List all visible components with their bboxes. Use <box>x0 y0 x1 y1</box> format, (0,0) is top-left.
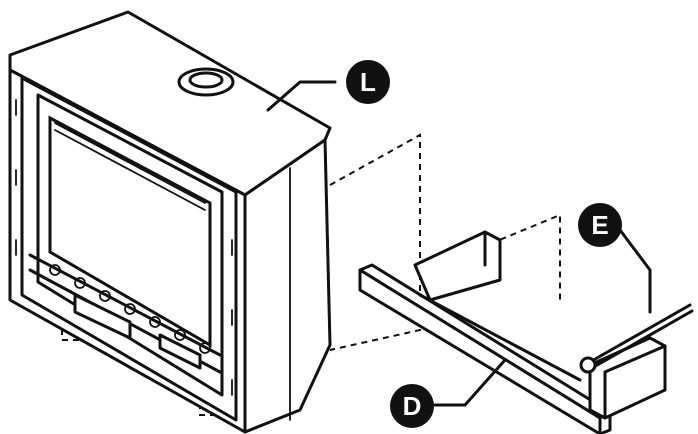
callout-E-label: E <box>591 210 608 240</box>
upright-bracket <box>413 230 502 302</box>
grille-slots <box>49 264 211 354</box>
grille-slot <box>124 303 136 315</box>
bottom-bracket-left <box>73 293 132 340</box>
grille-slot <box>99 290 111 302</box>
front-frame-inner <box>20 76 238 422</box>
flue-opening <box>188 71 224 89</box>
leader-line-E <box>618 228 652 314</box>
grille-slot <box>49 264 61 276</box>
callout-D-label: D <box>403 391 422 421</box>
door <box>36 93 224 397</box>
leader-lines <box>266 80 652 407</box>
glass-top-bar <box>54 129 206 211</box>
callout-L-label: L <box>360 67 376 97</box>
grille-top-rail <box>28 253 222 357</box>
callout-L: L <box>346 60 390 104</box>
callout-E: E <box>578 203 622 247</box>
grille-slot <box>149 316 161 328</box>
leader-line-D <box>433 358 507 407</box>
bolt-shaft <box>588 303 692 364</box>
rear-rail <box>418 293 582 382</box>
grille-slot <box>174 329 186 341</box>
grille-slot <box>74 277 86 289</box>
guide-line-right <box>479 213 561 300</box>
callout-E-badge <box>578 203 622 247</box>
surround-frame <box>358 230 667 434</box>
bolt-shaft-edge <box>590 309 694 370</box>
stove-insert <box>8 10 332 434</box>
callout-L-badge <box>346 60 390 104</box>
callout-D: D <box>390 384 434 428</box>
end-box-edges <box>603 344 667 420</box>
bolt-head <box>579 356 597 374</box>
glass-top-bar-2 <box>54 122 206 204</box>
bottom-bracket-right <box>158 333 202 370</box>
fixing-bolt <box>579 303 694 374</box>
frame-front-face <box>358 268 602 434</box>
guide-line-upper <box>329 133 421 351</box>
guide-line-lower-left <box>61 285 110 341</box>
callout-D-badge <box>390 384 434 428</box>
grille-slot <box>199 342 211 354</box>
leader-line-L <box>266 80 337 112</box>
